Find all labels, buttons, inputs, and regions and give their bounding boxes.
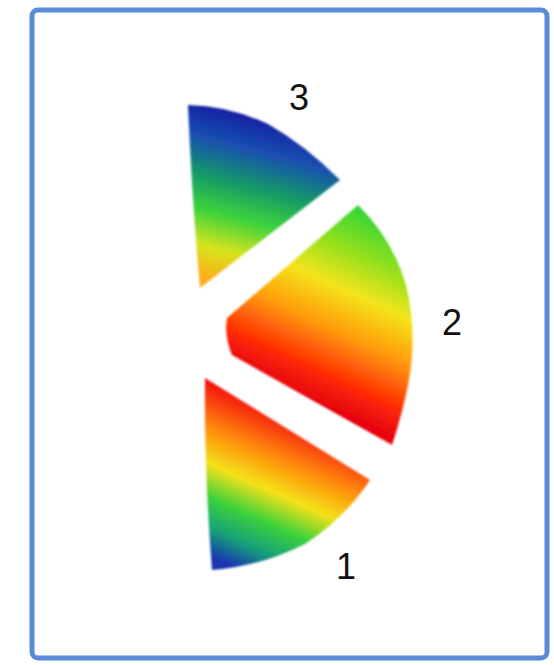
callout-number: 3 [289,80,309,116]
callout-number: 1 [336,549,356,585]
frame-border [32,10,547,658]
bottom-segment [205,378,370,570]
callout-number: 2 [442,305,462,341]
